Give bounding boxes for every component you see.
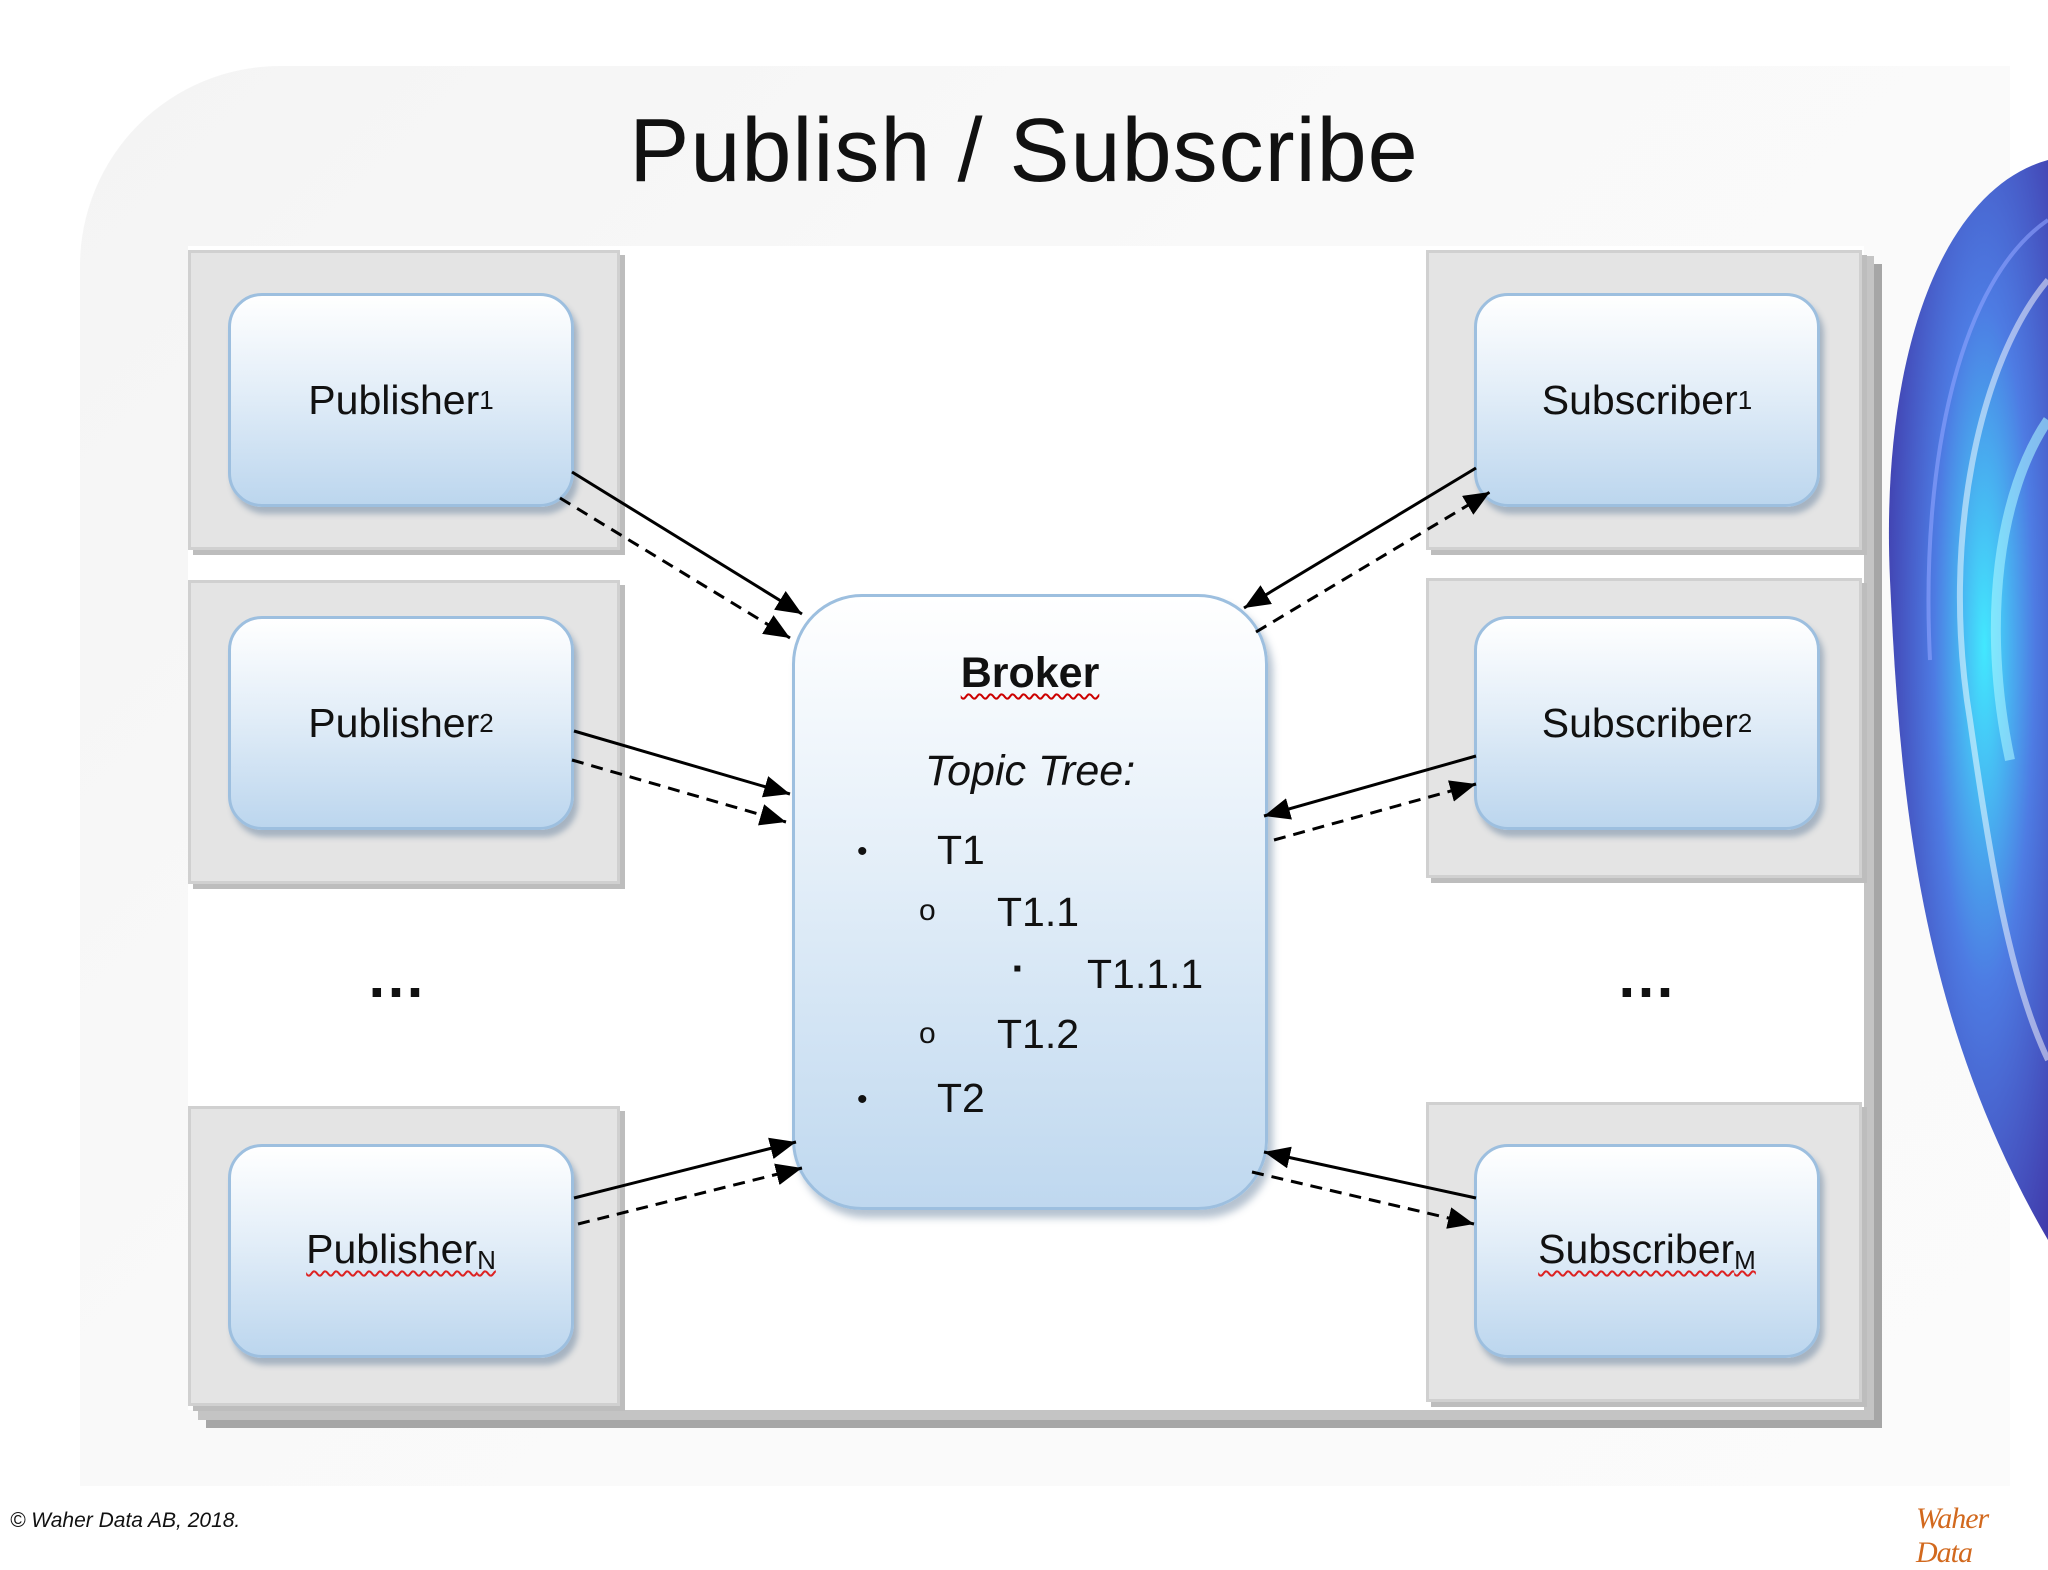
connection-arrows — [559, 466, 1491, 1229]
topic-bullet: • — [857, 1083, 868, 1116]
topic-tree-label: Topic Tree: — [924, 747, 1136, 795]
subscriber-2-label: Subscriber — [1541, 699, 1738, 746]
publisher-n-subscript: N — [477, 1245, 496, 1275]
slide-title: Publish / Subscribe — [629, 101, 1419, 201]
topic-bullet: o — [919, 1017, 936, 1050]
arrow-ack-1 — [559, 496, 791, 640]
arrow-publish-1 — [571, 470, 803, 616]
waher-data-logo: Waher Data — [1916, 1502, 1989, 1569]
arrow-deliver-2 — [1263, 754, 1477, 820]
publisher-1-subscript: 1 — [479, 384, 494, 415]
topic-bullet: o — [919, 894, 936, 927]
arrow-publish-n — [573, 1137, 797, 1200]
topic-t1-1-1: T1.1.1 — [1087, 951, 1204, 997]
copyright-text: © Waher Data AB, 2018. — [10, 1509, 241, 1532]
arrow-subscribe-2 — [1273, 780, 1477, 842]
publisher-ellipsis: … — [366, 943, 428, 1010]
subscriber-m-subscript: M — [1734, 1245, 1756, 1275]
topic-bullet: ▪ — [1013, 955, 1022, 982]
publisher-1-label: Publisher — [308, 376, 480, 423]
subscriber-2-subscript: 2 — [1737, 707, 1753, 738]
topic-t2: T2 — [937, 1075, 985, 1121]
swirl-decoration — [1888, 160, 2048, 1240]
arrow-subscribe-1 — [1255, 490, 1491, 634]
subscriber-m-label: Subscriber — [1538, 1226, 1735, 1272]
subscriber-1-label: Subscriber — [1541, 376, 1738, 423]
topic-t1-2: T1.2 — [997, 1011, 1080, 1057]
subscriber-m-node: SubscriberM — [1474, 1144, 1820, 1358]
publisher-n-node: PublisherN — [228, 1144, 574, 1358]
arrow-ack-n — [577, 1163, 803, 1226]
topic-bullet: • — [857, 835, 868, 868]
broker-node: Broker Topic Tree: • T1 o T1.1 ▪ T1.1.1 … — [792, 594, 1268, 1210]
topic-t1: T1 — [937, 827, 985, 873]
broker-title: Broker — [960, 649, 1100, 697]
subscriber-1-subscript: 1 — [1737, 384, 1753, 415]
arrow-deliver-1 — [1243, 466, 1477, 610]
publisher-n-label: Publisher — [306, 1226, 478, 1272]
arrow-publish-2 — [573, 729, 791, 798]
topic-t1-1: T1.1 — [997, 889, 1080, 935]
arrow-deliver-m — [1263, 1146, 1477, 1200]
subscriber-ellipsis: … — [1616, 943, 1678, 1010]
arrow-subscribe-m — [1251, 1170, 1475, 1229]
publisher-2-label: Publisher — [308, 699, 480, 746]
publisher-2-subscript: 2 — [479, 707, 494, 738]
arrow-ack-2 — [571, 758, 787, 826]
